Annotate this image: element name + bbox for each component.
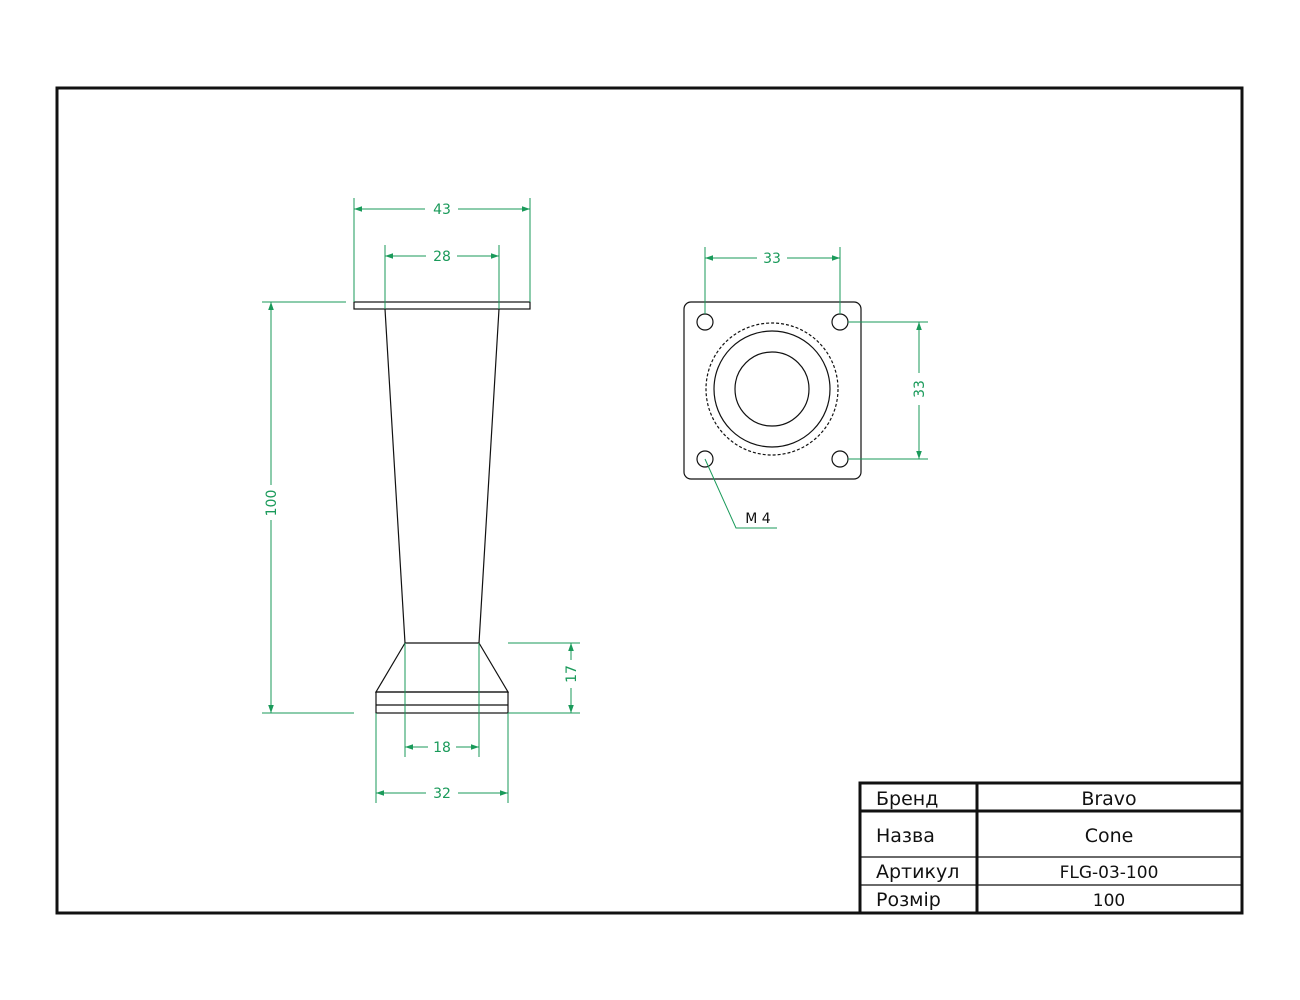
mounting-plate-top-view bbox=[683, 301, 862, 480]
dim-hole-spacing-y: 33 bbox=[912, 380, 928, 398]
dim-hole-spacing-x: 33 bbox=[763, 251, 781, 267]
brand-label: Бренд bbox=[876, 788, 938, 810]
dim-cone-top-width: 28 bbox=[433, 249, 451, 265]
top-plate bbox=[353, 301, 531, 310]
top-view-dimensions bbox=[704, 247, 928, 529]
title-block bbox=[858, 781, 1244, 915]
dim-height: 100 bbox=[264, 490, 280, 517]
outer-ring-dashed bbox=[705, 322, 839, 456]
size-value: 100 bbox=[1093, 891, 1125, 911]
name-label: Назва bbox=[876, 825, 935, 847]
drawing-frame bbox=[55, 86, 1244, 915]
name-value: Cone bbox=[1085, 825, 1134, 847]
leg-side-view bbox=[353, 301, 531, 714]
article-value: FLG-03-100 bbox=[1060, 863, 1159, 883]
size-label: Розмір bbox=[876, 889, 941, 911]
mount-hole-bottom-left bbox=[696, 450, 714, 468]
thread-callout: M 4 bbox=[745, 511, 771, 527]
inner-ring bbox=[734, 351, 810, 427]
side-view-dimensions bbox=[262, 198, 580, 803]
mount-hole-top-left bbox=[696, 313, 714, 331]
dim-base-height: 17 bbox=[564, 665, 580, 683]
brand-value: Bravo bbox=[1081, 788, 1136, 810]
mount-hole-top-right bbox=[831, 313, 849, 331]
dim-plate-width: 43 bbox=[433, 202, 451, 218]
base-foot bbox=[375, 691, 509, 714]
mount-hole-bottom-right bbox=[831, 450, 849, 468]
dim-cone-bottom-width: 18 bbox=[433, 740, 451, 756]
middle-ring bbox=[713, 330, 831, 448]
dim-base-width: 32 bbox=[433, 786, 451, 802]
base-taper bbox=[374, 642, 510, 693]
cone-body bbox=[384, 308, 500, 644]
article-label: Артикул bbox=[876, 861, 959, 883]
mounting-plate bbox=[683, 301, 862, 480]
